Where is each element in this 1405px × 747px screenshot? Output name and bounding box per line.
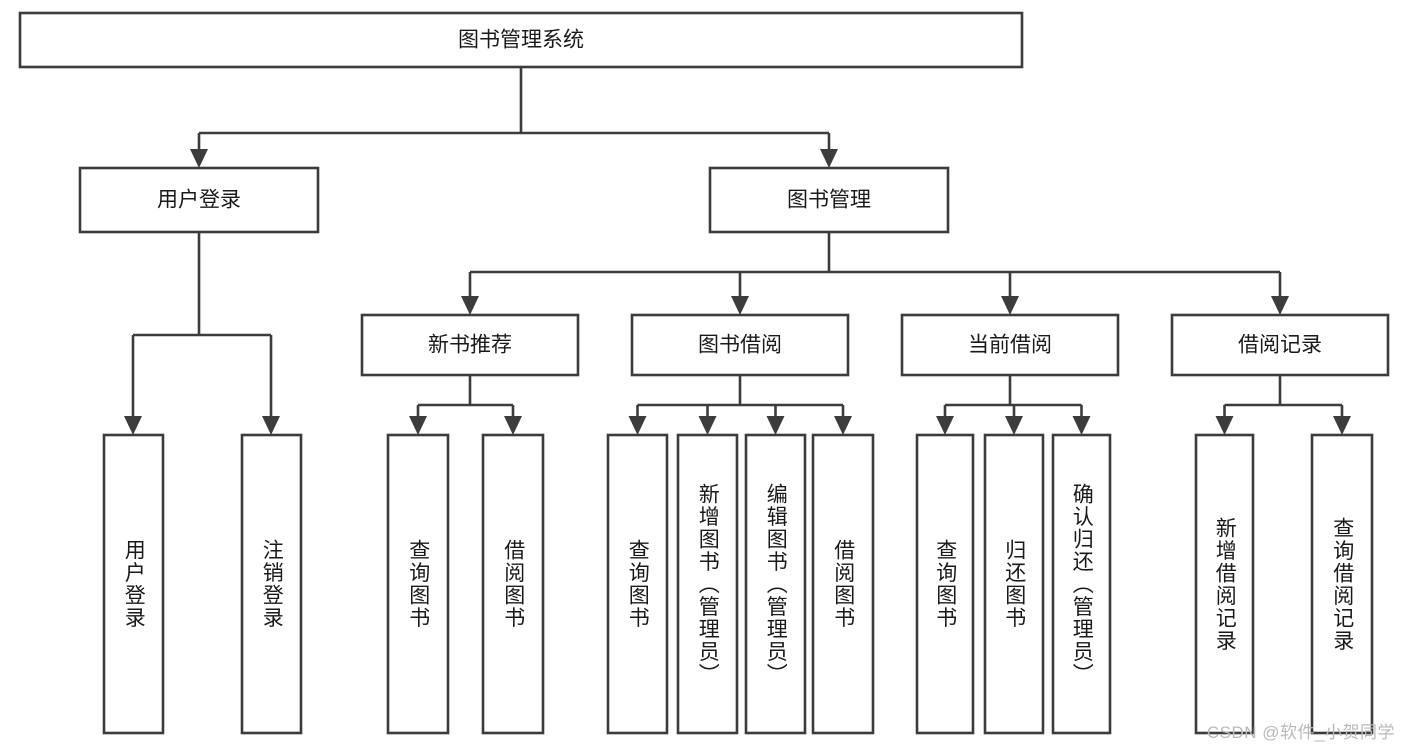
node-box-borrow-record[interactable]	[1170, 313, 1390, 377]
node-box-leaf-borrow-book-2[interactable]	[811, 433, 875, 735]
arrow-head-icon	[409, 416, 427, 435]
arrow-head-icon	[1005, 416, 1023, 435]
node-box-leaf-user-login[interactable]	[102, 433, 165, 735]
arrow-head-icon	[1072, 416, 1091, 435]
arrow-head-icon	[820, 149, 838, 168]
node-label-user-login: 用户登录	[157, 189, 241, 212]
arrow-head-icon	[1215, 416, 1234, 435]
node-box-leaf-add-book-admin[interactable]	[676, 433, 739, 735]
node-box-leaf-edit-book-admin[interactable]	[744, 433, 807, 735]
connector-layer	[124, 67, 1351, 435]
node-box-leaf-query-borrow-record[interactable]	[1310, 433, 1374, 735]
node-label-borrow-record: 借阅记录	[1238, 334, 1322, 357]
node-label-title: 图书管理系统	[458, 29, 584, 52]
arrow-head-icon	[124, 416, 142, 435]
node-box-current-borrow[interactable]	[900, 313, 1120, 377]
arrow-head-icon	[1271, 296, 1289, 315]
arrow-head-icon	[936, 416, 954, 435]
node-box-leaf-query-book-1[interactable]	[386, 433, 450, 735]
arrow-head-icon	[262, 416, 280, 435]
node-box-book-management[interactable]	[708, 166, 950, 234]
node-box-leaf-logout-login[interactable]	[240, 433, 303, 735]
node-box-user-login[interactable]	[78, 166, 320, 234]
node-box-leaf-query-book-2[interactable]	[606, 433, 669, 735]
node-box-leaf-borrow-book-1[interactable]	[481, 433, 545, 735]
arrow-head-icon	[628, 416, 647, 435]
arrow-head-icon	[190, 149, 208, 168]
node-label-book-management: 图书管理	[787, 189, 871, 212]
node-box-leaf-return-book[interactable]	[983, 433, 1045, 735]
node-box-layer	[18, 11, 1390, 735]
watermark-text: CSDN @软件_小贺同学	[1206, 723, 1395, 742]
arrow-head-icon	[731, 296, 749, 315]
node-label-new-book-recommend: 新书推荐	[428, 334, 512, 357]
node-box-leaf-confirm-return-admin[interactable]	[1051, 433, 1112, 735]
arrow-head-icon	[504, 416, 522, 435]
arrow-head-icon	[1333, 416, 1351, 435]
node-box-title[interactable]	[18, 11, 1024, 69]
node-label-current-borrow: 当前借阅	[968, 334, 1052, 357]
arrow-head-icon	[834, 416, 852, 435]
node-box-book-borrow[interactable]	[630, 313, 850, 377]
node-box-leaf-query-book-3[interactable]	[915, 433, 975, 735]
node-box-new-book-recommend[interactable]	[360, 313, 580, 377]
node-box-leaf-add-borrow-record[interactable]	[1194, 433, 1255, 735]
arrow-head-icon	[461, 296, 479, 315]
arrow-head-icon	[1001, 296, 1019, 315]
node-label-book-borrow: 图书借阅	[698, 334, 782, 357]
arrow-head-icon	[766, 416, 785, 435]
arrow-head-icon	[698, 416, 717, 435]
